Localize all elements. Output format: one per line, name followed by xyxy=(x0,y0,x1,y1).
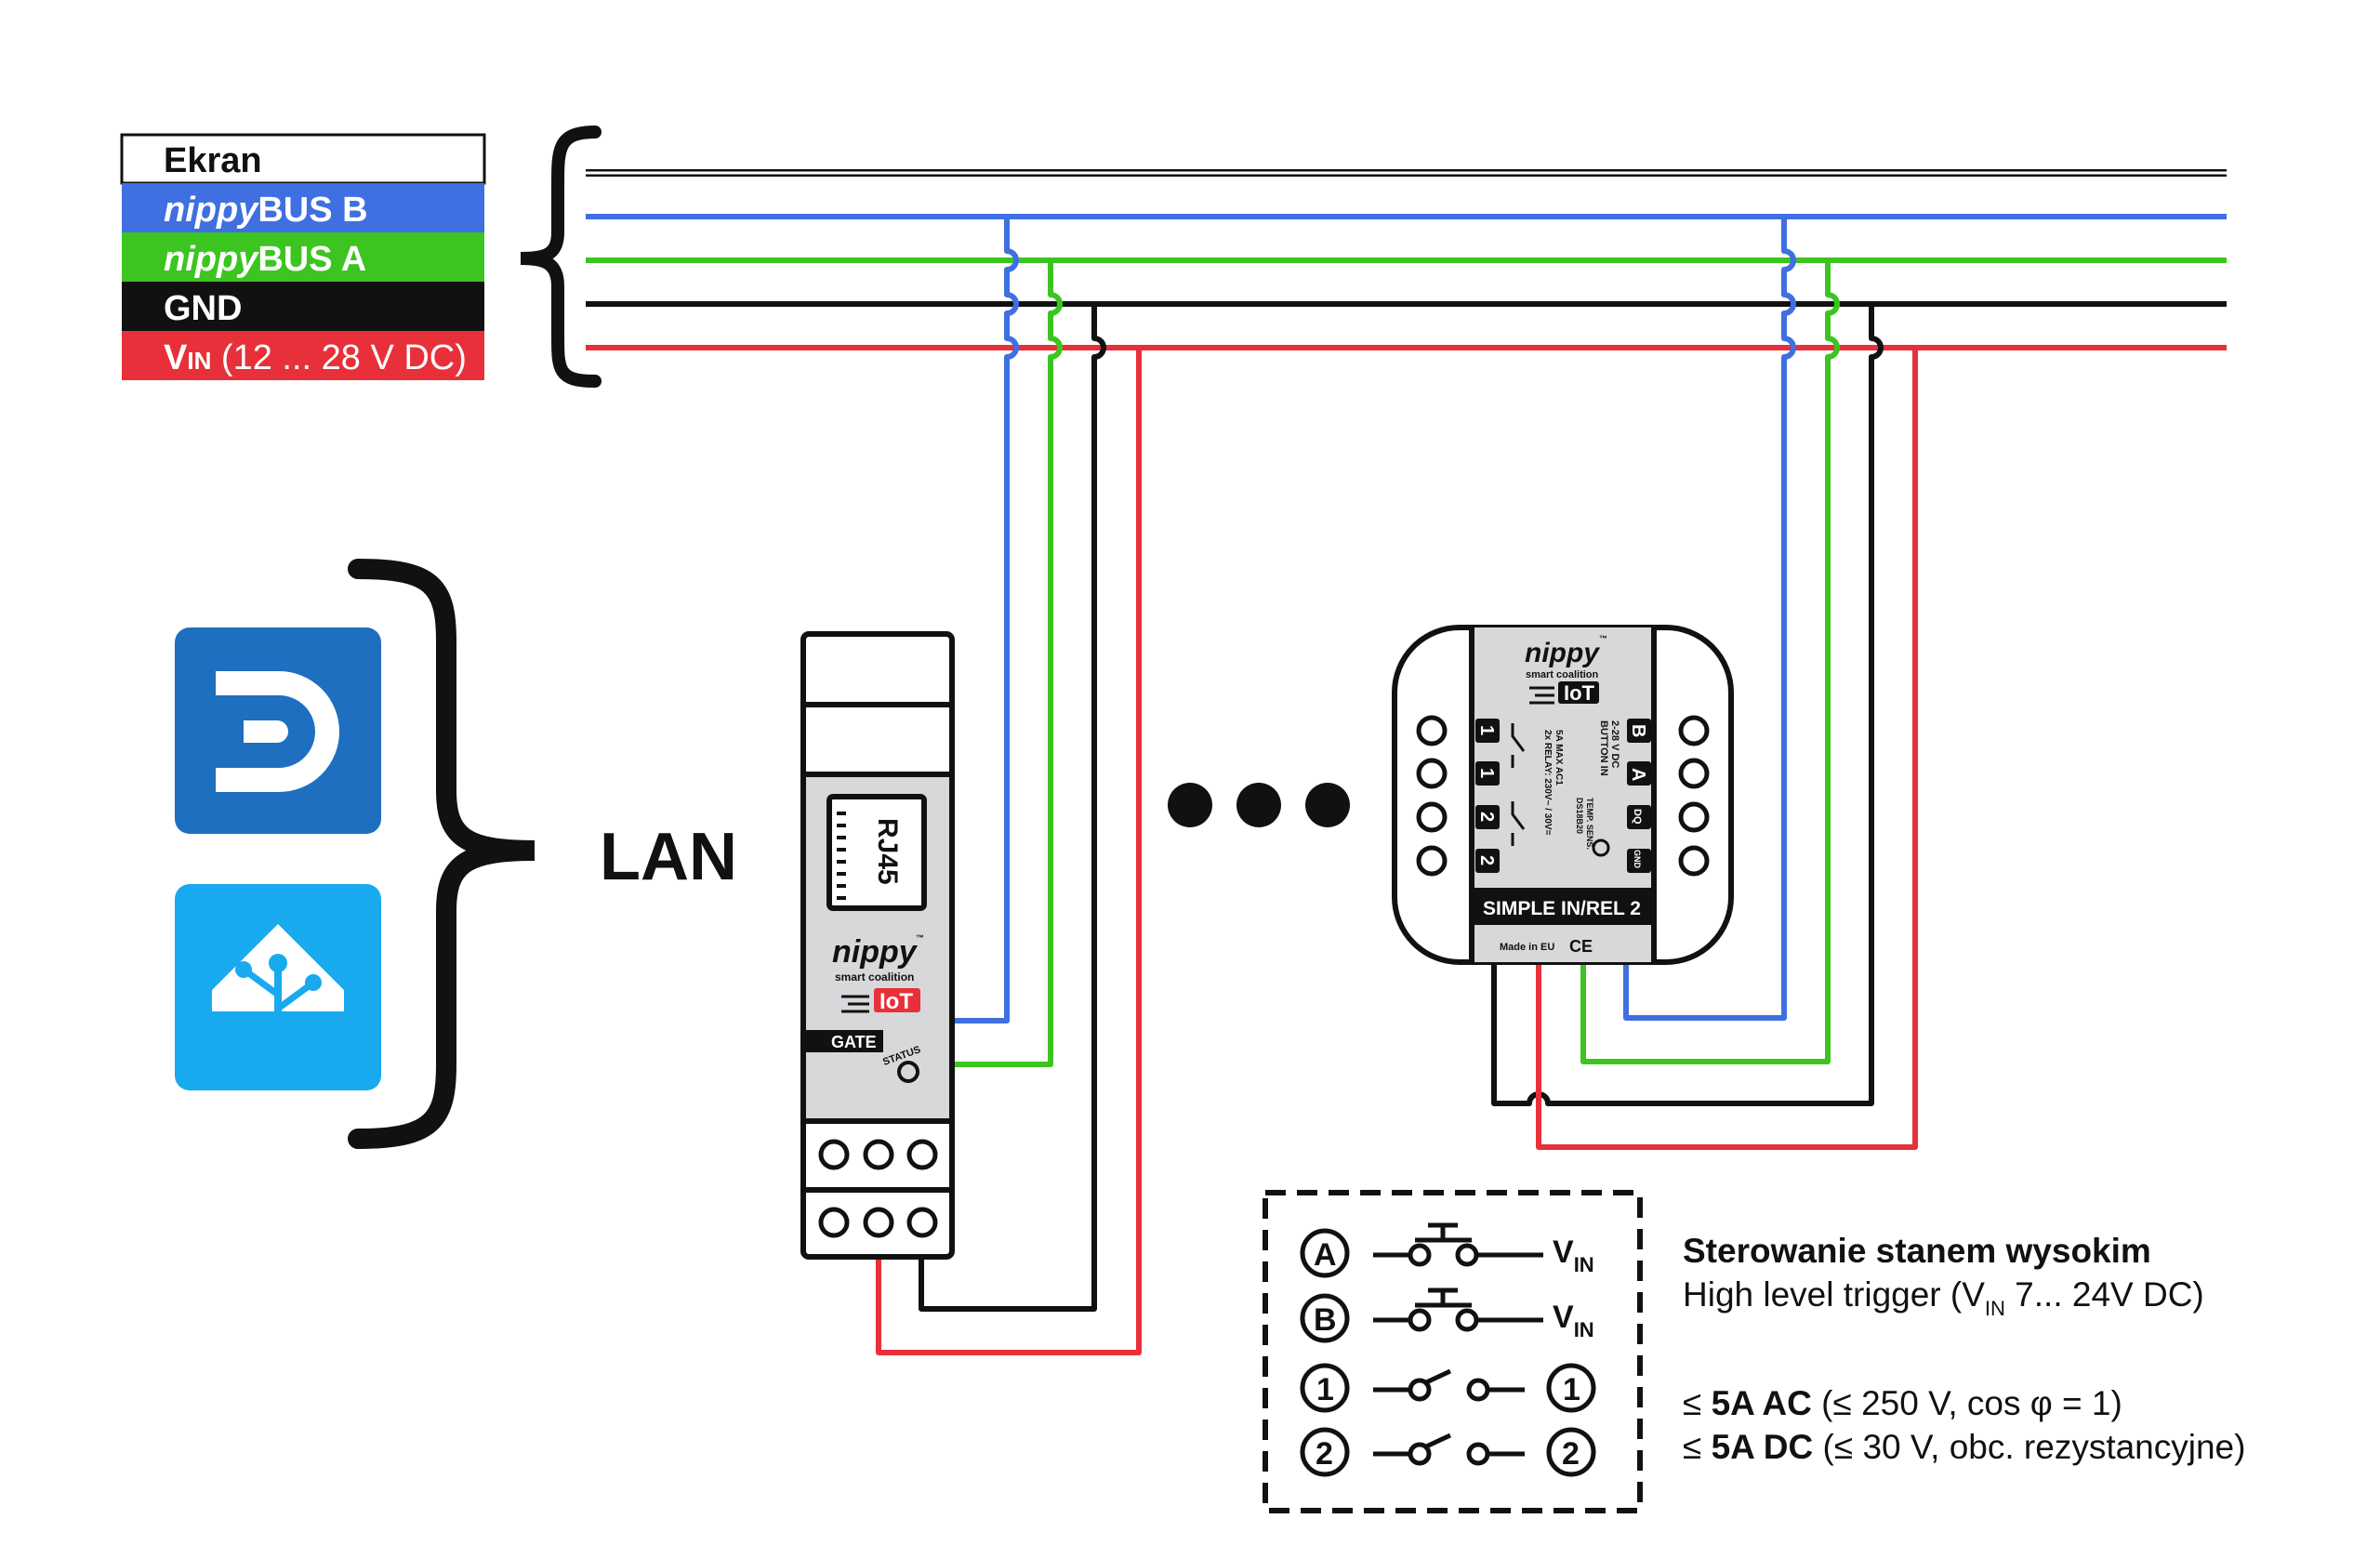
notes-dc: ≤ 5A DC (≤ 30 V, obc. rezystancyjne) xyxy=(1683,1428,2245,1466)
svg-text:™: ™ xyxy=(916,933,924,943)
gate-iot-badge: IoT xyxy=(841,988,920,1014)
svg-text:GND: GND xyxy=(1633,850,1642,869)
home-assistant-logo xyxy=(175,884,381,1090)
spec-notes: Sterowanie stanem wysokim High level tri… xyxy=(1683,1232,2245,1466)
svg-text:CE: CE xyxy=(1569,937,1593,956)
legend-vin: VIN (12 ... 28 V DC) xyxy=(164,338,467,377)
svg-text:B: B xyxy=(1314,1302,1337,1338)
gate-wires xyxy=(831,217,1142,1355)
svg-text:A: A xyxy=(1628,768,1648,781)
gate-coalition: smart coalition xyxy=(835,971,914,984)
notes-ac: ≤ 5A AC (≤ 250 V, cos φ = 1) xyxy=(1683,1384,2122,1422)
module-made-in: Made in EU xyxy=(1500,942,1554,953)
module-coalition: smart coalition xyxy=(1526,669,1599,680)
status-led xyxy=(897,1061,919,1083)
svg-text:VIN: VIN xyxy=(1553,1235,1594,1276)
legend-gnd: GND xyxy=(164,289,242,328)
svg-text:DQ: DQ xyxy=(1632,809,1643,825)
simple-in-rel2-module: nippy ™ smart coalition IoT 1 1 2 2 B A xyxy=(1392,625,1734,965)
gate-device: RJ45 nippy ™ smart coalition IoT GATE ST… xyxy=(800,631,955,1260)
svg-text:2x RELAY: 230V~ / 30V=: 2x RELAY: 230V~ / 30V= xyxy=(1542,730,1553,836)
svg-text:2: 2 xyxy=(1562,1436,1580,1472)
svg-text:A: A xyxy=(1314,1237,1337,1273)
svg-text:VIN: VIN xyxy=(1553,1300,1594,1341)
svg-text:2: 2 xyxy=(1316,1436,1333,1472)
contact-schematic-box: A VIN B VIN 1 1 2 2 xyxy=(1263,1190,1643,1513)
domoticz-logo xyxy=(175,627,381,834)
svg-text:1: 1 xyxy=(1476,725,1497,735)
svg-text:IoT: IoT xyxy=(1564,681,1595,705)
svg-text:1: 1 xyxy=(1476,768,1497,778)
svg-text:1: 1 xyxy=(1316,1372,1334,1407)
more-devices-dots xyxy=(1168,783,1350,827)
module-iot-badge: IoT xyxy=(1529,681,1599,705)
svg-text:2-28 V DC: 2-28 V DC xyxy=(1609,720,1620,768)
module-model-label: SIMPLE IN/REL 2 xyxy=(1483,898,1641,919)
legend-ekran: Ekran xyxy=(164,141,262,180)
legend-bus-a: nippyBUS A xyxy=(164,240,366,279)
legend-brace xyxy=(520,125,602,388)
svg-text:1: 1 xyxy=(1563,1372,1580,1407)
gate-terminals xyxy=(818,1139,938,1238)
gate-model-label: GATE xyxy=(831,1033,877,1051)
notes-title: Sterowanie stanem wysokim xyxy=(1683,1232,2151,1270)
svg-text:TEMP. SENS.: TEMP. SENS. xyxy=(1585,798,1594,850)
relay-wires xyxy=(1491,217,1918,1150)
cable-legend: Ekran nippyBUS B nippyBUS A GND VIN (12 … xyxy=(120,133,486,380)
svg-text:2: 2 xyxy=(1476,812,1497,822)
module-brand: nippy xyxy=(1525,638,1600,668)
svg-text:DS18B20: DS18B20 xyxy=(1575,798,1584,834)
lan-label: LAN xyxy=(600,820,737,894)
bus-lines xyxy=(586,169,2227,350)
gate-brand: nippy xyxy=(832,934,919,970)
lan-brace xyxy=(348,559,536,1149)
legend-bus-b: nippyBUS B xyxy=(164,191,368,230)
notes-trigger: High level trigger (VIN 7... 24V DC) xyxy=(1683,1275,2204,1320)
svg-text:B: B xyxy=(1628,724,1648,737)
rj45-label: RJ45 xyxy=(872,818,903,885)
svg-text:5A MAX AC1: 5A MAX AC1 xyxy=(1554,730,1564,786)
svg-text:™: ™ xyxy=(1599,634,1607,643)
rj45-port xyxy=(826,794,927,911)
svg-text:IoT: IoT xyxy=(879,989,913,1014)
svg-text:BUTTON IN: BUTTON IN xyxy=(1598,720,1609,776)
svg-text:2: 2 xyxy=(1476,855,1497,865)
